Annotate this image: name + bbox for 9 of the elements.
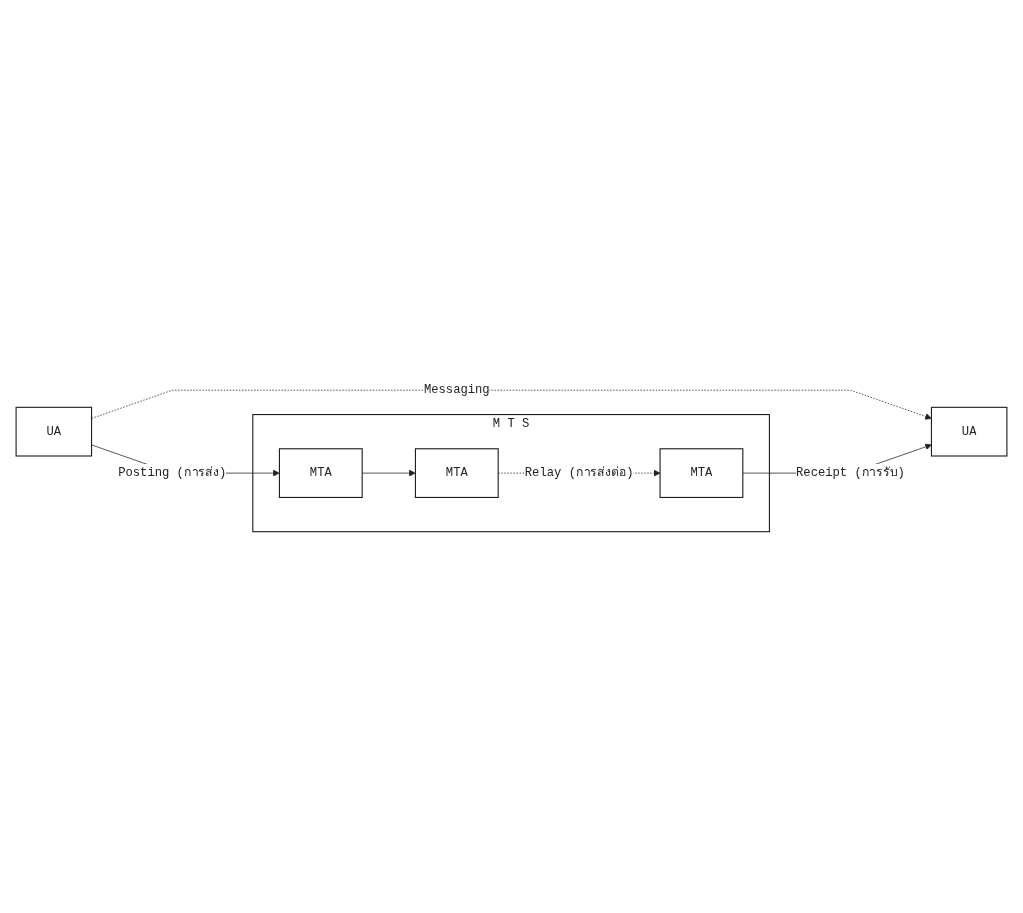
edge-label: Posting (การส่ง): [118, 466, 227, 481]
edge-label: Messaging: [423, 383, 490, 398]
edge-label: Relay (การส่งต่อ): [524, 466, 634, 481]
node-box: UA: [930, 406, 1008, 457]
node-box: MTA: [659, 448, 744, 499]
node-box: UA: [15, 406, 93, 457]
edge-label: Receipt (การรับ): [796, 466, 905, 481]
node-box: MTA: [278, 448, 363, 499]
node-box: MTA: [414, 448, 499, 499]
